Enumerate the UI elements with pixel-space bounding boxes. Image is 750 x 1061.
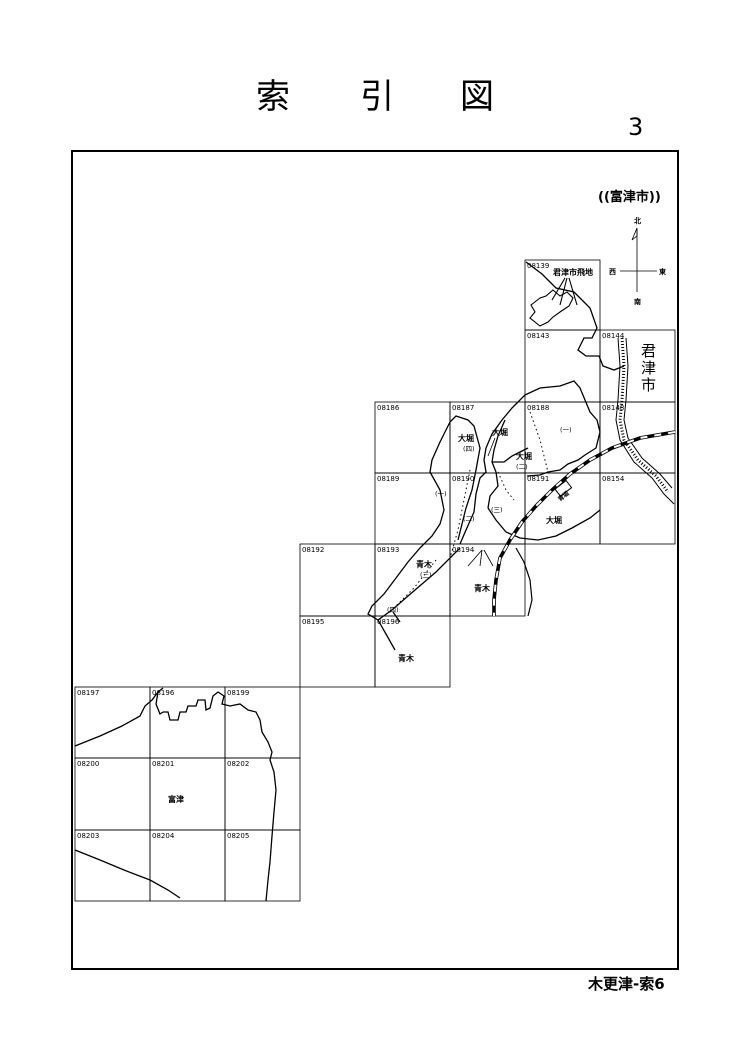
grid-cell-id: 08202 <box>227 760 249 768</box>
compass-rose: 北 南 西 東 <box>609 216 667 306</box>
leader-lines <box>467 437 496 567</box>
grid-cell-ids: 08139 08143 08144 08186 08187 08188 0814… <box>77 262 625 840</box>
grid-cell-id: 08201 <box>152 760 174 768</box>
index-map-title: 索 引 図 <box>0 76 750 126</box>
district-sub-label: (四) <box>463 445 475 453</box>
district-label: 大堀 <box>546 515 562 525</box>
district-label: 大堀 <box>458 433 474 443</box>
title-char-1: 索 <box>256 77 290 117</box>
district-label: 青木 <box>398 653 415 663</box>
map-frame <box>71 150 679 970</box>
grid-cell-id: 08188 <box>527 404 549 412</box>
place-labels: 大堀 (四) 大堀 大堀 (二) (一) (一) (二) (三) 大堀 青木 (… <box>168 426 572 804</box>
district-label: 青木 <box>474 583 491 593</box>
grid-cell-id: 08154 <box>602 475 625 483</box>
neighbor-city-char: 市 <box>641 376 656 394</box>
grid-cell-id: 08144 <box>602 332 625 340</box>
district-sub-label: (四) <box>387 606 399 614</box>
grid-cell-id: 08187 <box>452 404 474 412</box>
city-name: ((富津市)) <box>598 189 661 205</box>
grid-cell-id: 08200 <box>77 760 99 768</box>
footer-code: 木更津-索6 <box>588 975 665 993</box>
district-sub-label: (一) <box>435 490 447 498</box>
grid-cell-id: 08186 <box>377 404 400 412</box>
grid-cell-id: 08148 <box>602 404 624 412</box>
compass-west: 西 <box>609 268 616 276</box>
page-number: 3 <box>628 113 644 141</box>
district-label: 青木 <box>416 559 433 569</box>
compass-south: 南 <box>634 297 641 306</box>
station-marker <box>554 479 573 497</box>
grid-cell-id: 08199 <box>227 689 249 697</box>
district-label: 大堀 <box>516 451 532 461</box>
grid-cell-id: 08195 <box>302 618 324 626</box>
grid-cell-id: 08193 <box>377 546 399 554</box>
grid-cell-id: 08196 <box>377 618 400 626</box>
title-char-3: 図 <box>460 77 494 117</box>
district-sub-label: (二) <box>516 463 528 471</box>
grid-cell-id: 08197 <box>77 689 99 697</box>
grid-cell-id: 08194 <box>452 546 475 554</box>
grid-cell-id: 08139 <box>527 262 549 270</box>
north-arrow-icon <box>631 227 638 241</box>
compass-east: 東 <box>659 267 667 276</box>
compass-north: 北 <box>634 216 641 225</box>
railway-line <box>492 430 676 617</box>
river <box>615 337 675 505</box>
subdivision-lines <box>393 411 549 609</box>
district-label: 富津 <box>168 794 184 804</box>
district-sub-label: (三) <box>420 571 432 579</box>
district-sub-label: (三) <box>491 506 503 514</box>
grid-cell-id: 08191 <box>527 475 549 483</box>
neighbor-city-label: 君 津 市 <box>641 342 656 394</box>
grid-lines <box>74 259 676 902</box>
boundary-lines <box>367 261 625 651</box>
enclave-label: 君津市飛地 <box>552 267 593 277</box>
grid-cell-id: 08204 <box>152 832 175 840</box>
grid-cell-id: 08205 <box>227 832 249 840</box>
neighbor-city-char: 君 <box>641 342 656 360</box>
title-char-2: 引 <box>360 77 394 117</box>
district-label: 大堀 <box>492 427 508 437</box>
grid-cell-id: 08196 <box>152 689 175 697</box>
grid-cell-id: 08143 <box>527 332 549 340</box>
grid-cell-id: 08190 <box>452 475 474 483</box>
southern-coastline <box>74 687 277 902</box>
district-sub-label: (二) <box>463 515 475 523</box>
grid-cell-id: 08189 <box>377 475 399 483</box>
grid-cell-id: 08203 <box>77 832 99 840</box>
grid-cell-id: 08192 <box>302 546 324 554</box>
district-sub-label: (一) <box>560 426 572 434</box>
neighbor-city-char: 津 <box>641 359 656 377</box>
